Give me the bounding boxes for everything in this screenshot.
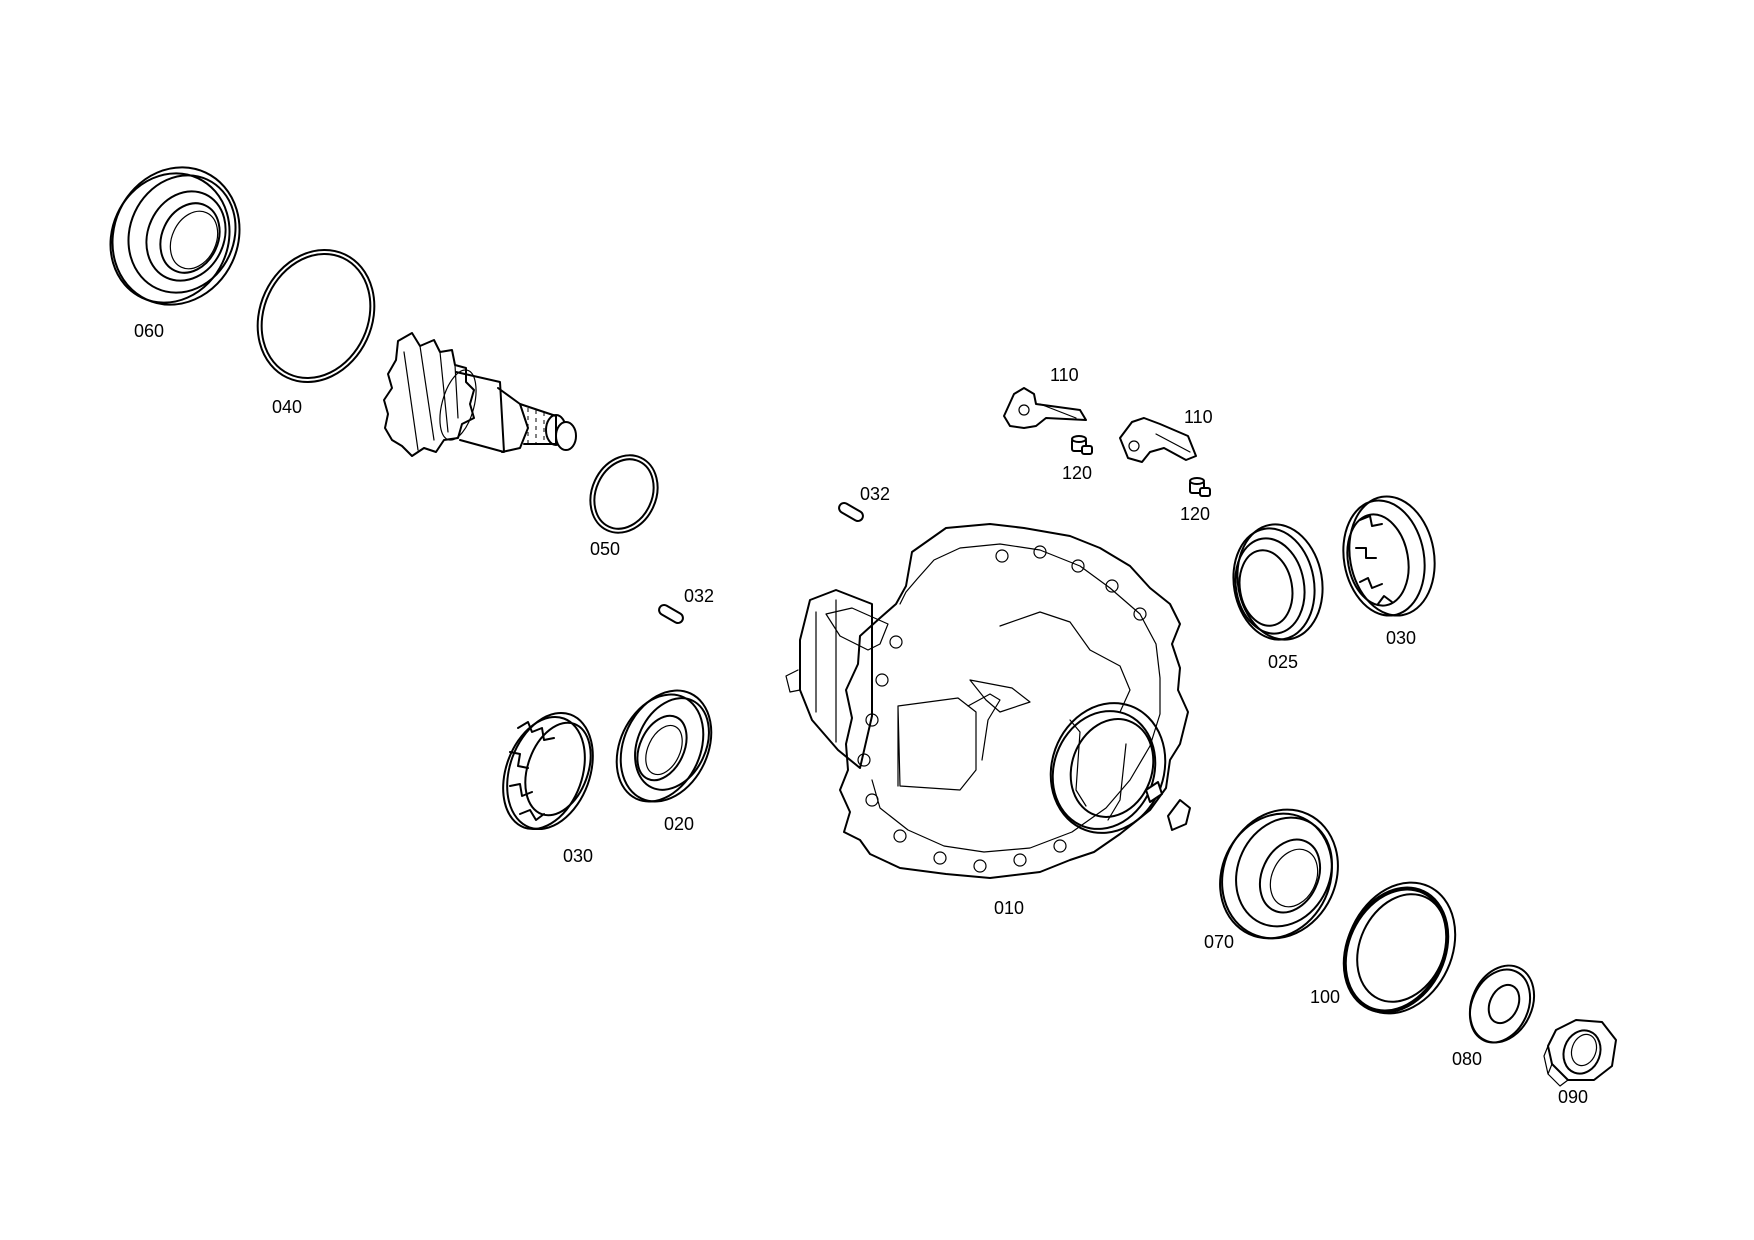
part-100-seal: [1342, 881, 1457, 1015]
part-110-plate-a: [1003, 387, 1087, 429]
part-032-pin-a: [838, 502, 864, 522]
part-030-nut-left: [502, 711, 594, 831]
label-110-b: 110: [1184, 407, 1213, 427]
label-050: 050: [590, 539, 620, 559]
part-090-nut: [1543, 1019, 1617, 1087]
label-032-a: 032: [860, 484, 890, 504]
part-080-washer: [1468, 964, 1536, 1044]
label-040: 040: [272, 397, 302, 417]
part-010-housing: [785, 523, 1191, 879]
part-labels: 060 040 050 032 032 030 020 010 110 110 …: [134, 321, 1588, 1107]
part-032-pin-b: [658, 604, 684, 624]
label-010: 010: [994, 898, 1024, 918]
label-070: 070: [1204, 932, 1234, 952]
label-025: 025: [1268, 652, 1298, 672]
label-100: 100: [1310, 987, 1340, 1007]
label-032-b: 032: [684, 586, 714, 606]
part-070-bearing: [1219, 808, 1339, 940]
label-120-a: 120: [1062, 463, 1092, 483]
part-030-nut-right: [1342, 495, 1436, 617]
label-030-right: 030: [1386, 628, 1416, 648]
label-030-left: 030: [563, 846, 593, 866]
part-020-bearing: [615, 689, 713, 803]
part-025-bearing: [1232, 523, 1324, 641]
label-110-a: 110: [1050, 365, 1079, 385]
part-drive-pinion: [383, 332, 577, 457]
part-110-plate-b: [1119, 417, 1197, 463]
label-120-b: 120: [1180, 504, 1210, 524]
label-020: 020: [664, 814, 694, 834]
label-060: 060: [134, 321, 164, 341]
part-120-screw-b: [1189, 477, 1211, 497]
label-080: 080: [1452, 1049, 1482, 1069]
part-050-oring: [589, 454, 659, 534]
part-120-screw-a: [1071, 435, 1093, 455]
housing-bolt-holes: [857, 545, 1147, 873]
part-060-bearing: [109, 166, 241, 306]
part-040-ring: [256, 248, 376, 384]
label-090: 090: [1558, 1087, 1588, 1107]
